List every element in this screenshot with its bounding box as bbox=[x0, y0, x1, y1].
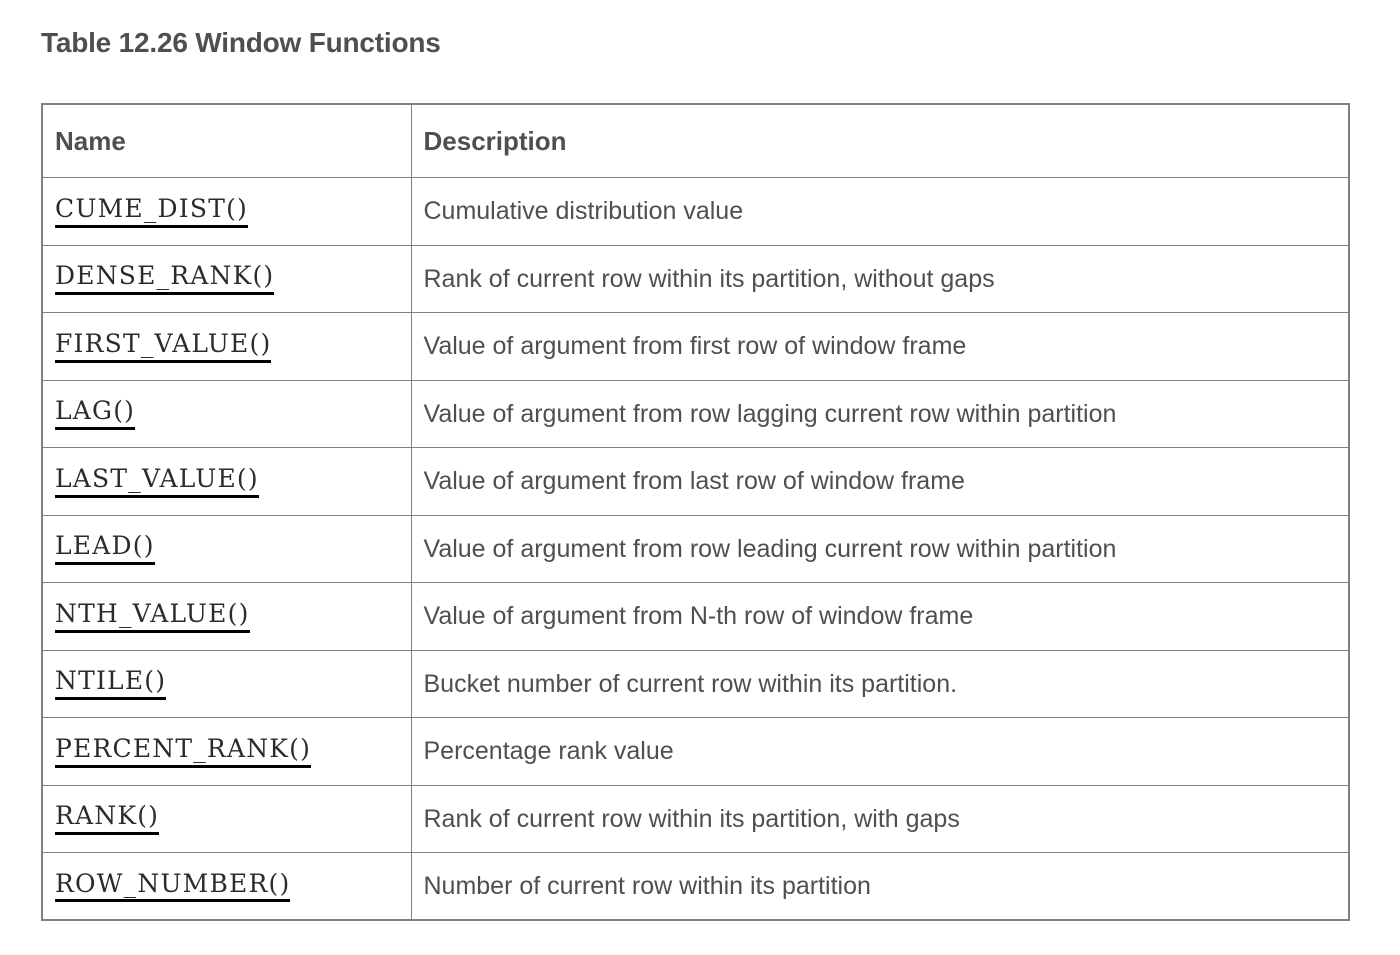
function-description-cell: Number of current row within its partiti… bbox=[410, 852, 1350, 921]
column-header-name-label: Name bbox=[55, 125, 126, 156]
function-name-wrapper: LEAD() bbox=[43, 532, 411, 566]
function-name-cell: PERCENT_RANK() bbox=[41, 717, 412, 786]
function-name-wrapper: NTILE() bbox=[43, 667, 411, 701]
function-name-cell: NTH_VALUE() bbox=[41, 582, 412, 651]
function-name-cell: NTILE() bbox=[41, 649, 412, 718]
function-link-ntile[interactable]: NTILE() bbox=[55, 667, 167, 701]
table-row: NTILE() Bucket number of current row wit… bbox=[41, 649, 1350, 718]
function-description-text: Rank of current row within its partition… bbox=[423, 264, 995, 293]
table-row: LEAD() Value of argument from row leadin… bbox=[41, 514, 1350, 583]
function-description-wrapper: Value of argument from last row of windo… bbox=[412, 466, 1349, 496]
function-link-row-number[interactable]: ROW_NUMBER() bbox=[55, 869, 291, 903]
function-description-cell: Rank of current row within its partition… bbox=[410, 784, 1350, 853]
function-description-text: Bucket number of current row within its … bbox=[423, 669, 958, 698]
function-name-wrapper: ROW_NUMBER() bbox=[43, 869, 411, 903]
function-name-cell: LAG() bbox=[41, 379, 412, 448]
function-description-cell: Value of argument from row leading curre… bbox=[410, 514, 1350, 583]
function-name-cell: CUME_DIST() bbox=[41, 177, 412, 246]
table-body: CUME_DIST() Cumulative distribution valu… bbox=[41, 177, 1350, 921]
function-description-text: Number of current row within its partiti… bbox=[423, 872, 871, 900]
function-name-cell: FIRST_VALUE() bbox=[41, 312, 412, 381]
function-description-cell: Value of argument from first row of wind… bbox=[410, 312, 1350, 381]
table-row: LAST_VALUE() Value of argument from last… bbox=[41, 447, 1350, 516]
function-name-wrapper: LAG() bbox=[43, 397, 411, 431]
table-row: RANK() Rank of current row within its pa… bbox=[41, 784, 1350, 853]
table-header: Name Description bbox=[41, 103, 1350, 178]
column-header-description-label: Description bbox=[423, 125, 567, 156]
function-description-cell: Percentage rank value bbox=[410, 717, 1350, 786]
function-description-wrapper: Value of argument from row leading curre… bbox=[412, 534, 1349, 564]
table-header-row: Name Description bbox=[41, 103, 1350, 178]
function-link-cume-dist[interactable]: CUME_DIST() bbox=[55, 194, 248, 228]
function-link-percent-rank[interactable]: PERCENT_RANK() bbox=[55, 734, 312, 768]
function-name-wrapper: RANK() bbox=[43, 802, 411, 836]
function-description-cell: Value of argument from row lagging curre… bbox=[410, 379, 1350, 448]
function-name-wrapper: LAST_VALUE() bbox=[43, 464, 411, 498]
function-name-wrapper: PERCENT_RANK() bbox=[43, 734, 411, 768]
function-name-cell: ROW_NUMBER() bbox=[41, 852, 412, 921]
function-description-cell: Value of argument from N-th row of windo… bbox=[410, 582, 1350, 651]
function-description-text: Value of argument from row lagging curre… bbox=[423, 399, 1117, 428]
function-link-nth-value[interactable]: NTH_VALUE() bbox=[55, 599, 250, 633]
function-description-wrapper: Number of current row within its partiti… bbox=[412, 871, 1349, 901]
function-description-text: Value of argument from last row of windo… bbox=[423, 467, 965, 496]
function-description-text: Rank of current row within its partition… bbox=[423, 804, 960, 833]
function-name-wrapper: FIRST_VALUE() bbox=[43, 329, 411, 363]
table-row: NTH_VALUE() Value of argument from N-th … bbox=[41, 582, 1350, 651]
function-description-text: Value of argument from N-th row of windo… bbox=[423, 602, 974, 631]
table-row: PERCENT_RANK() Percentage rank value bbox=[41, 717, 1350, 786]
table-row: LAG() Value of argument from row lagging… bbox=[41, 379, 1350, 448]
function-name-cell: LAST_VALUE() bbox=[41, 447, 412, 516]
function-description-wrapper: Bucket number of current row within its … bbox=[412, 669, 1349, 699]
function-name-wrapper: CUME_DIST() bbox=[43, 194, 411, 228]
function-name-cell: RANK() bbox=[41, 784, 412, 853]
function-description-cell: Bucket number of current row within its … bbox=[410, 649, 1350, 718]
function-link-first-value[interactable]: FIRST_VALUE() bbox=[55, 329, 272, 363]
function-description-wrapper: Percentage rank value bbox=[412, 736, 1349, 766]
table-row: CUME_DIST() Cumulative distribution valu… bbox=[41, 177, 1350, 246]
function-description-wrapper: Value of argument from N-th row of windo… bbox=[412, 601, 1349, 631]
function-name-cell: DENSE_RANK() bbox=[41, 244, 412, 313]
function-description-text: Cumulative distribution value bbox=[423, 197, 744, 226]
function-description-text: Value of argument from row leading curre… bbox=[423, 534, 1117, 563]
function-description-wrapper: Value of argument from row lagging curre… bbox=[412, 399, 1349, 429]
function-name-wrapper: DENSE_RANK() bbox=[43, 262, 411, 296]
function-link-lag[interactable]: LAG() bbox=[55, 397, 136, 431]
function-name-wrapper: NTH_VALUE() bbox=[43, 599, 411, 633]
function-description-wrapper: Value of argument from first row of wind… bbox=[412, 331, 1349, 361]
function-description-text: Value of argument from first row of wind… bbox=[423, 332, 967, 361]
function-description-text: Percentage rank value bbox=[423, 737, 674, 766]
function-link-rank[interactable]: RANK() bbox=[55, 802, 160, 836]
table-row: FIRST_VALUE() Value of argument from fir… bbox=[41, 312, 1350, 381]
function-description-cell: Value of argument from last row of windo… bbox=[410, 447, 1350, 516]
column-header-name: Name bbox=[41, 103, 412, 178]
table-row: DENSE_RANK() Rank of current row within … bbox=[41, 244, 1350, 313]
function-link-last-value[interactable]: LAST_VALUE() bbox=[55, 464, 259, 498]
function-description-wrapper: Rank of current row within its partition… bbox=[412, 804, 1349, 834]
table-caption: Table 12.26 Window Functions bbox=[41, 27, 441, 58]
function-link-lead[interactable]: LEAD() bbox=[55, 532, 155, 566]
function-description-wrapper: Rank of current row within its partition… bbox=[412, 264, 1349, 294]
function-description-cell: Rank of current row within its partition… bbox=[410, 244, 1350, 313]
function-link-dense-rank[interactable]: DENSE_RANK() bbox=[55, 262, 275, 296]
function-description-cell: Cumulative distribution value bbox=[410, 177, 1350, 246]
function-name-cell: LEAD() bbox=[41, 514, 412, 583]
table-row: ROW_NUMBER() Number of current row withi… bbox=[41, 852, 1350, 921]
window-functions-table: Name Description CUME_DIST() Cumulative … bbox=[41, 103, 1350, 921]
column-header-description: Description bbox=[410, 103, 1350, 178]
function-description-wrapper: Cumulative distribution value bbox=[412, 196, 1349, 226]
